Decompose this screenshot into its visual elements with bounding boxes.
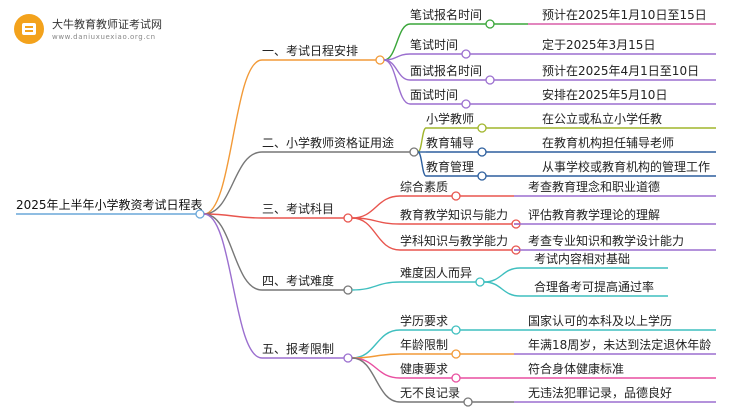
branch-2-dot — [409, 147, 419, 157]
detail-5-4-text: 无违法犯罪记录，品德良好 — [528, 386, 673, 400]
branch-3-dot — [343, 213, 353, 223]
child-connector-1-4 — [383, 59, 411, 105]
child-5-1-label: 学历要求 — [400, 314, 449, 328]
branch-connector-5 — [203, 213, 263, 359]
branch-1-dot — [375, 55, 385, 65]
child-5-1-dot — [451, 325, 461, 335]
child-connector-2-3 — [417, 151, 427, 177]
detail-2-1-text: 在公立或私立小学任教 — [542, 112, 663, 126]
child-connector-5-2 — [351, 353, 401, 359]
detail-2-2-text: 在教育机构担任辅导老师 — [542, 136, 675, 150]
child-3-1-label: 综合素质 — [400, 180, 449, 194]
detail-1-3-text: 预计在2025年4月1日至10日 — [542, 64, 700, 78]
detail-5-3-text: 符合身体健康标准 — [528, 362, 625, 376]
child-connector-1-3 — [383, 59, 411, 81]
child-5-4-label: 无不良记录 — [400, 386, 461, 400]
child-connector-2-1 — [417, 127, 427, 153]
branch-5-label: 五、报考限制 — [262, 342, 335, 356]
branch-connector-2 — [203, 151, 263, 215]
child-1-2-label: 笔试时间 — [410, 38, 459, 52]
child-5-4-dot — [463, 397, 473, 407]
branch-connector-3 — [203, 213, 263, 219]
brand-logo — [14, 14, 44, 44]
branch-5-dot — [343, 353, 353, 363]
child-5-2-label: 年龄限制 — [400, 338, 449, 352]
sub-2-text: 合理备考可提高通过率 — [534, 280, 655, 294]
sub-1-text: 考试内容相对基础 — [534, 252, 631, 266]
sub-connector-1 — [483, 267, 521, 283]
child-5-3-label: 健康要求 — [400, 362, 449, 376]
child-2-2-dot — [477, 147, 487, 157]
child-connector-5-4 — [351, 357, 401, 403]
brand-name: 大牛教育教师证考试网 — [52, 18, 162, 31]
detail-5-1-text: 国家认可的本科及以上学历 — [528, 314, 673, 328]
book-icon — [22, 23, 36, 35]
detail-3-1-text: 考查教育理念和职业道德 — [528, 180, 661, 194]
child-connector-5-3 — [351, 357, 401, 379]
branch-1-label: 一、考试日程安排 — [262, 44, 359, 58]
root-topic: 2025年上半年小学教资考试日程表 — [16, 198, 203, 212]
child-connector-1-2 — [383, 53, 411, 61]
child-4-1-label: 难度因人而异 — [400, 266, 473, 280]
child-5-2-dot — [451, 349, 461, 359]
child-5-3-dot — [451, 373, 461, 383]
child-1-1-label: 笔试报名时间 — [410, 8, 483, 22]
child-4-1-dot — [475, 277, 485, 287]
child-2-1-dot — [477, 123, 487, 133]
child-1-1-dot — [485, 19, 495, 29]
child-connector-3-3 — [351, 217, 401, 251]
branch-connector-1 — [203, 59, 263, 215]
detail-3-2-text: 评估教育教学理论的理解 — [528, 208, 661, 222]
child-1-3-label: 面试报名时间 — [410, 64, 483, 78]
detail-1-4-text: 安排在2025年5月10日 — [542, 88, 668, 102]
brand-url: www.daniuxuexiao.org.cn — [52, 33, 156, 41]
branch-4-label: 四、考试难度 — [262, 274, 335, 288]
branch-2-label: 二、小学教师资格证用途 — [262, 136, 395, 150]
child-3-1-dot — [451, 191, 461, 201]
child-connector-1-1 — [383, 23, 411, 61]
sub-connector-2 — [483, 281, 521, 297]
branch-connector-4 — [203, 213, 263, 291]
child-connector-3-1 — [351, 195, 401, 219]
child-connector-4-1 — [351, 281, 401, 291]
child-2-3-dot — [477, 171, 487, 181]
branch-3-label: 三、考试科目 — [262, 202, 335, 216]
child-2-2-label: 教育辅导 — [426, 136, 475, 150]
detail-3-3-text: 考查专业知识和教学设计能力 — [528, 234, 685, 248]
detail-5-2-text: 年满18周岁，未达到法定退休年龄 — [528, 338, 712, 352]
detail-2-3-text: 从事学校或教育机构的管理工作 — [542, 160, 711, 174]
detail-1-1-text: 预计在2025年1月10日至15日 — [542, 8, 707, 22]
branch-4-dot — [343, 285, 353, 295]
child-2-3-label: 教育管理 — [426, 160, 475, 174]
child-1-4-dot — [461, 99, 471, 109]
child-2-1-label: 小学教师 — [426, 112, 475, 126]
child-1-4-label: 面试时间 — [410, 88, 459, 102]
detail-1-2-text: 定于2025年3月15日 — [542, 38, 656, 52]
child-3-3-label: 学科知识与教学能力 — [400, 234, 509, 248]
child-1-3-dot — [485, 75, 495, 85]
child-1-2-dot — [461, 49, 471, 59]
child-3-2-label: 教育教学知识与能力 — [400, 208, 509, 222]
